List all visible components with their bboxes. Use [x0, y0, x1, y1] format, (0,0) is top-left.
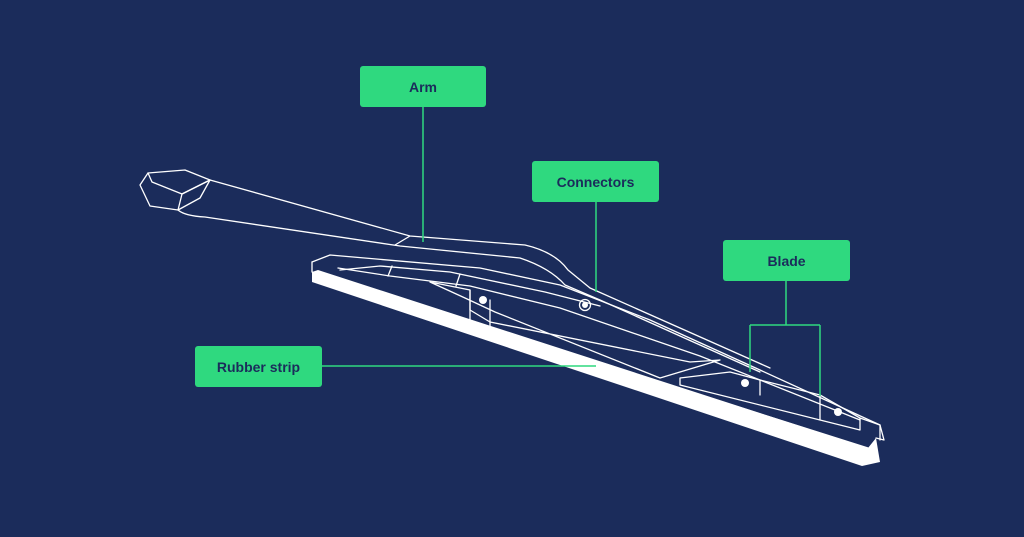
- arm-hook: [139, 169, 211, 211]
- arm-crease: [394, 235, 411, 246]
- blade-label: Blade: [723, 240, 850, 281]
- rubber-strip-shape: [312, 270, 880, 466]
- connector-pin-1: [479, 296, 487, 304]
- connector-pin-2: [578, 298, 592, 312]
- blade-frame-top: [311, 254, 881, 441]
- connector-pin-3: [741, 379, 749, 387]
- blade-right-posts: [759, 379, 821, 421]
- connector-pin-2-core: [582, 302, 588, 308]
- blade-frame-slot: [387, 265, 461, 287]
- blade-end-cap: [859, 417, 885, 441]
- connector-pin-4: [834, 408, 842, 416]
- arm-body: [181, 179, 771, 369]
- arm-ridge: [177, 179, 211, 211]
- rubber-strip-label: Rubber strip: [195, 346, 322, 387]
- blade-frame-inner: [339, 265, 601, 307]
- blade-frame-inner-2: [337, 267, 861, 421]
- blade-frame-edge: [311, 261, 869, 449]
- blade-spoiler-post: [469, 289, 491, 331]
- blade-right-section: [679, 371, 861, 431]
- blade-leader-line: [749, 281, 821, 396]
- arm-body-lower: [177, 209, 761, 373]
- arm-hook-inner: [147, 172, 183, 195]
- connectors-label: Connectors: [532, 161, 659, 202]
- arm-label: Arm: [360, 66, 486, 107]
